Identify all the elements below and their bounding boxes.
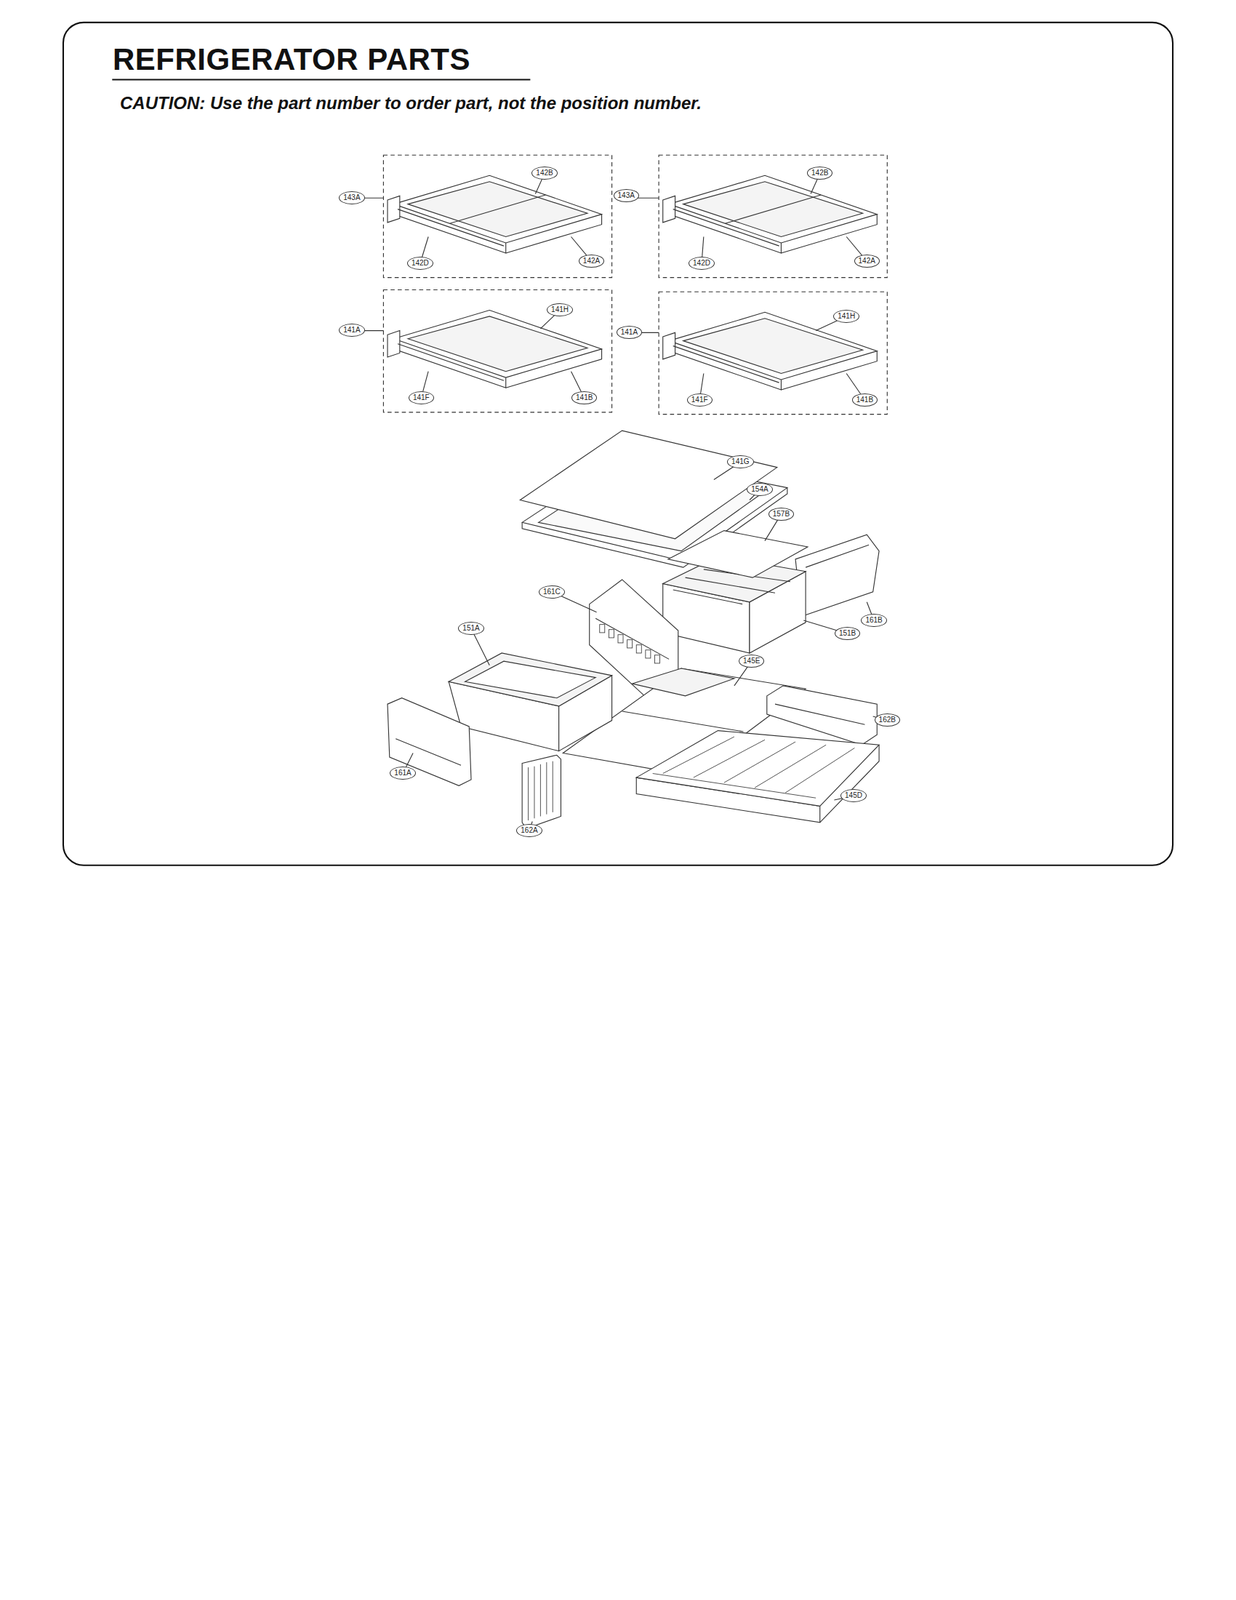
callout-number: 142A <box>578 254 605 268</box>
callout-number: 145D <box>840 788 867 802</box>
callout-number: 142A <box>854 254 880 268</box>
callout-number: 141H <box>833 309 860 323</box>
callout-number: 162A <box>516 823 542 837</box>
callout-number: 142D <box>688 256 715 270</box>
callout-number: 142B <box>531 166 557 180</box>
caution-note: CAUTION: Use the part number to order pa… <box>119 93 702 114</box>
callout-number: 142D <box>407 256 434 270</box>
callout-number: 151B <box>834 626 861 640</box>
page-title: REFRIGERATOR PARTS <box>112 42 471 78</box>
callout-number: 141B <box>571 391 597 405</box>
callout-number: 143A <box>338 191 365 205</box>
callout-number: 161B <box>860 613 887 627</box>
callout-number: 141A <box>616 325 642 339</box>
callout-number: 145E <box>738 654 765 668</box>
callout-number: 157B <box>768 507 794 521</box>
callout-number: 161A <box>389 766 416 780</box>
callout-number: 141F <box>687 393 713 407</box>
callout-number: 143A <box>613 189 640 203</box>
callout-number: 142B <box>807 166 833 180</box>
callout-number: 141F <box>408 391 435 405</box>
callout-number: 161C <box>538 585 565 599</box>
callout-number: 141H <box>546 303 573 317</box>
callout-number: 154A <box>746 482 773 496</box>
callout-number: 162B <box>874 713 901 727</box>
callout-number: 141A <box>338 323 365 337</box>
callout-number: 151A <box>458 621 484 635</box>
callout-number: 141B <box>852 393 878 407</box>
